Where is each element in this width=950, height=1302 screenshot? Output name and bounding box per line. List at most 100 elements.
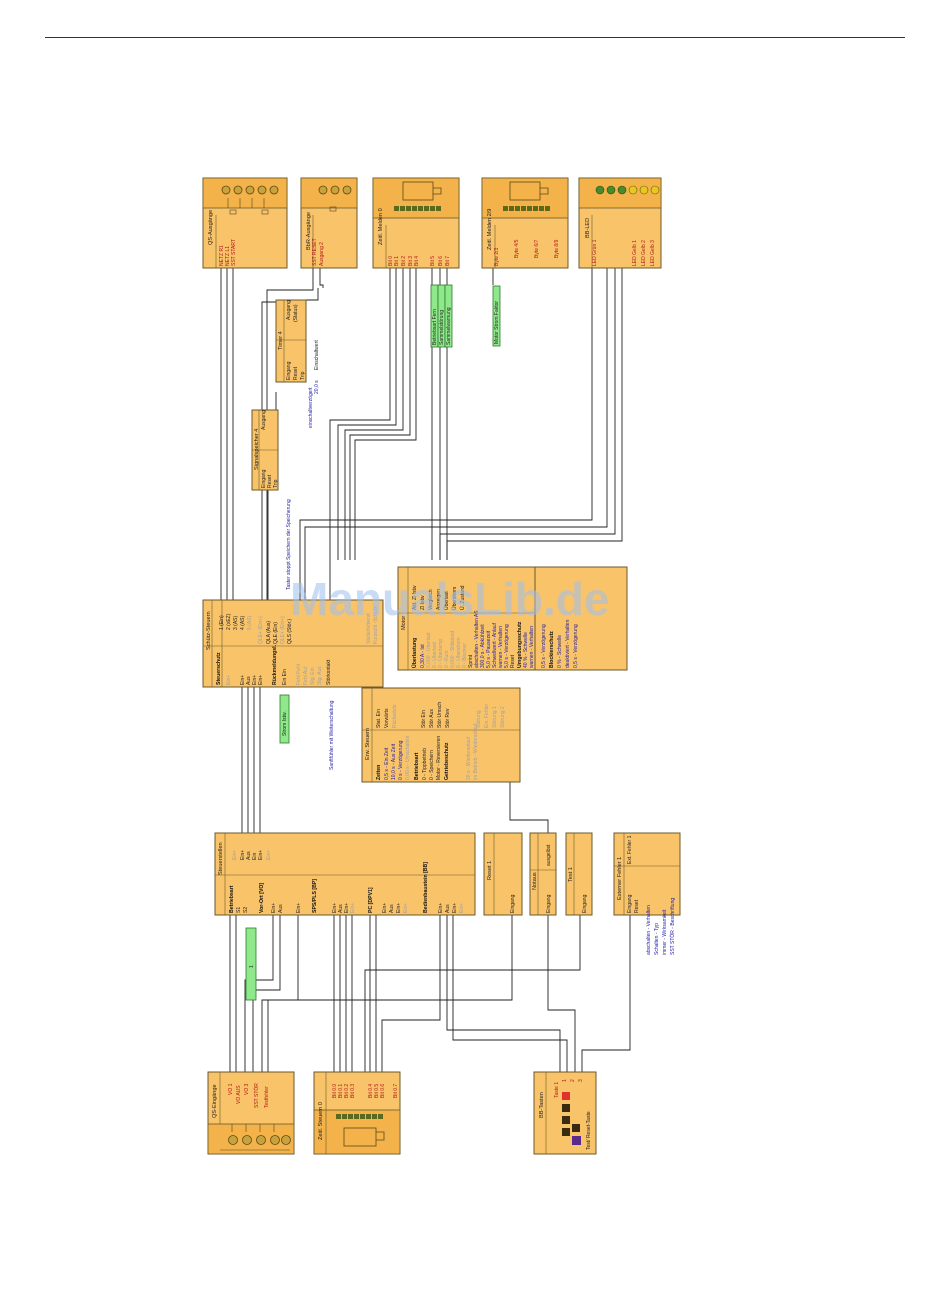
signal-4-input: Trip [273,479,279,488]
motor-row: 0 - Überlast [431,642,438,668]
bb-tasten-port: Taste 1 [554,1082,560,1098]
ext-fehler-param: abschalten - Verhalten [646,905,652,955]
green-tag-label: 1 [249,965,255,968]
watermark-text: ManualsLib.de [290,573,609,625]
bb-tasten-note: Test/ Reset-Taste [586,1111,592,1150]
steuerstellen-output: Aus [246,851,252,860]
motor-row: 40 % - Schwelle [523,632,529,668]
motor-row: 5,0 s - Pausezeit [486,630,492,668]
notaus-output: ausgelöst [546,844,552,866]
qs-ausgaenge-title: QS-Ausgänge [208,210,214,245]
green-tag-label: Betriebsart Fern [432,309,438,345]
em-output: Stör Rev [445,708,451,728]
em-output: Vorwärts [384,708,390,728]
ext-fehler-output: Ext. Fehler 1 [627,835,633,864]
motor-row: deaktiviert - Verhalten [565,619,571,668]
steuerstellen-outputs: Ein+ Ein+ Aus Ein Ein+ Ein+ [232,850,272,860]
bbr-ausgaenge-port: SST RESET [312,238,318,266]
timer-4-title: Timer 4 [278,331,284,350]
signal-4-note: Taster stoppt Speichern der Speicherung [286,499,292,590]
em-outputs: Stat. Ein Vorwärts Rückwärts Stör Ein St… [376,702,506,728]
display-icon [503,181,550,211]
em-output: Stör Ein [421,710,427,728]
schutz-output: 2 (xEZ) [226,613,232,630]
bb-led-title: BB-LED [585,218,591,238]
motor-row: 0 - Blockier [462,643,468,668]
qs-eingaenge-port: VO AUS [236,1085,242,1104]
bb-led-port: LED Gelb 2 [641,240,647,266]
schutz-output: QLE+ (Ein+) [280,616,286,644]
block-ext-fehler: Externer Fehler 1 Eingang Reset Ext. Feh… [613,832,681,955]
schutz-inputs: Ein+ Ein+ Aus Ein+ Ein+ Rückmeldungsl. E… [226,644,332,685]
motor-output: Anzeigen [436,589,442,610]
timer-4-param: 20,0 s [314,380,320,394]
schutz-output: QLS (Stör.) [287,619,293,644]
bb-tasten-title: BB-Tasten [539,1092,545,1118]
zs-steuern-0-port: Bit 0.3 [350,1084,356,1098]
steuerstellen-port: Ein+ [452,903,458,913]
block-em-steuern: Erw. Steuern Zeiten 0,5 s - Ein Zeit 10,… [361,687,521,783]
block-qs-ausgaenge: QS-Ausgänge NETZ R1 NETZ L1 SST START [202,177,288,269]
em-row: im Betrieb - Wiederanlauf [473,723,479,780]
signal-4-title: Signalspeicher 4 [254,429,260,470]
relay-icon [318,185,352,212]
zs-melder-0-title: Zeitl. Melden 0 [378,208,384,245]
zs-steuern-0-port: Bit 0.0 [332,1084,338,1098]
green-tag-label: Sammelstörung [439,310,445,345]
em-title: Erw. Steuern [365,728,371,760]
zs-steuern-0-port: Bit 0.4 [368,1084,374,1098]
notaus-title: Notaus [532,872,538,890]
schutz-input: Aus [246,676,252,685]
motor-output: Zl Istw [420,595,426,610]
em-row: 20 s - Wiederanlauf [466,736,472,780]
em-row: 0 s - Verzögerung [398,740,404,780]
zs-steuern-0-port: Bit 0.7 [393,1084,399,1098]
em-section: Betriebsart [414,752,420,780]
em-output: Störung 1 [492,706,498,728]
steuerstellen-port: Aus [338,904,344,913]
ext-fehler-param: Schalten - Typ [654,923,660,955]
block-timer-4: Timer 4 Eingang Reset Trip Ausgang (Stat… [275,299,320,428]
zs-melder-2-port: Byte 2/3 [494,247,500,266]
schutz-output: Kurzschl.-Schutz [373,606,379,644]
motor-section: Überlastung [411,638,418,668]
motor-output: Überlast [443,591,450,610]
block-test-1: Test 1 Eingang [565,832,593,916]
schutz-outputs: 1 (Ein) 2 (xEZ) 3 (AS) 4 (AS) 5 (AS) QLE… [219,606,379,644]
motor-row: 0,30 A - Ist [420,644,426,668]
test-1-input: Eingang [582,894,588,913]
em-row: Getriebeschutz [444,742,450,780]
steuerstellen-section: SPS/PLS [BP] [312,879,318,913]
schutz-input: Ein+ [240,675,246,685]
green-tags-melder-2: Motor Strom Faktor [492,285,501,347]
motor-row: abschalten - Verhalten AS [474,610,480,668]
em-output: Rückwärts [392,704,398,728]
em-section: Zeiten [376,765,382,780]
ext-fehler-title: Externer Fehler 1 [617,857,623,900]
test-1-title: Test 1 [568,867,574,882]
green-tag-steuer: 1 [245,927,257,1001]
schutz-output: Stellerfehlend [366,613,372,644]
schutz-input: Stg. Aus [317,666,323,685]
steuerstellen-port: Ein+ [403,903,409,913]
em-output: Stat. Ein [376,709,382,728]
timer-4-input: Eingang [286,361,292,380]
schutz-note: Sanftfühler mit Weiterschaltung [329,700,335,770]
display-icon [394,181,442,211]
em-row: 0 - Speichern [429,750,435,780]
motor-row: Schwellwert - Anlauf [492,622,498,668]
zs-melder-0-port: Bit 3 [408,256,414,266]
block-schutz-steuern: Schütz-Steuern Steuerschutz Ein+ Ein+ Au… [202,599,384,770]
schutz-output: QLA (Aus) [266,621,272,644]
ext-fehler-input: Reset [634,899,640,913]
steuerstellen-port: Aus [389,904,395,913]
input-relay-icon [220,1124,291,1151]
green-tag-label: Sammelwarnung [446,307,452,345]
bb-tasten-port: 1 [562,1079,568,1082]
schutz-input: Ein+ [226,675,232,685]
ext-fehler-param: SST STÖR - Beschriftung [669,898,676,955]
bb-tasten-port: 3 [578,1079,584,1082]
zs-melder-0-port: Bit 5 [430,256,436,266]
steuerstellen-output: Ein [252,853,258,860]
signal-4-input: Reset [267,474,273,488]
